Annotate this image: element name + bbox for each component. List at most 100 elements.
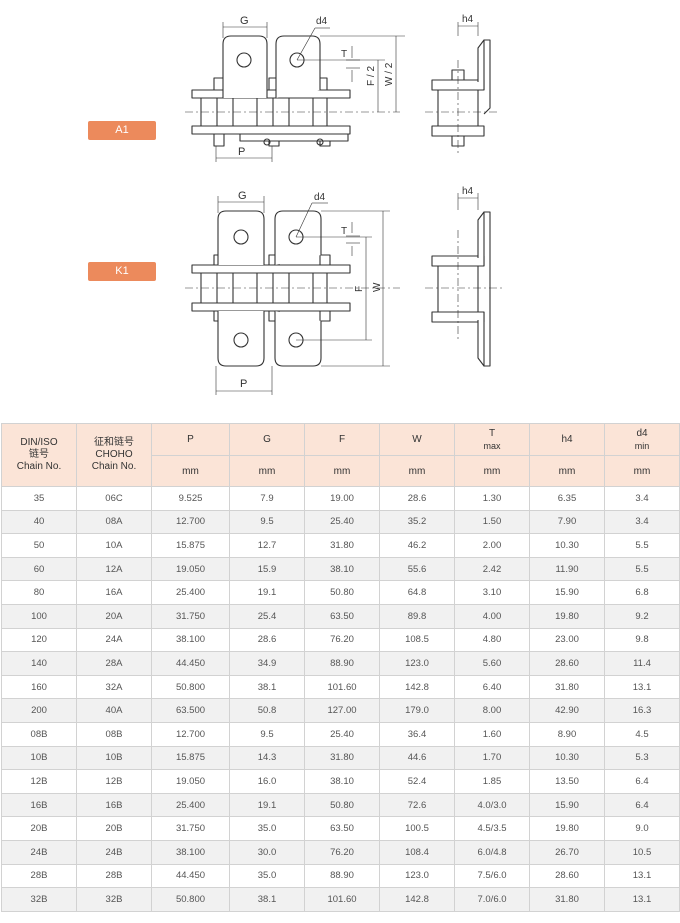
cell-h4: 31.80 — [529, 887, 605, 912]
cell-t: 6.0/4.8 — [454, 839, 530, 865]
cell-choho: 10A — [76, 533, 152, 558]
cell-g: 35.0 — [229, 816, 305, 841]
cell-g: 15.9 — [229, 556, 305, 582]
cell-t: 1.50 — [454, 509, 530, 535]
cell-d4: 16.3 — [604, 698, 680, 723]
header-d4: d4 min — [604, 423, 680, 456]
cell-p: 19.050 — [151, 769, 230, 794]
cell-din: 10B — [1, 745, 77, 771]
cell-d4: 5.5 — [604, 556, 680, 582]
cell-t: 7.5/6.0 — [454, 863, 530, 889]
cell-choho: 12A — [76, 556, 152, 582]
cell-din: 200 — [1, 698, 77, 723]
cell-choho: 20B — [76, 816, 152, 841]
cell-f: 63.50 — [304, 816, 380, 841]
cell-t: 2.42 — [454, 556, 530, 582]
cell-f: 101.60 — [304, 887, 380, 912]
cell-t: 4.80 — [454, 627, 530, 653]
cell-w: 100.5 — [379, 816, 455, 841]
cell-d4: 11.4 — [604, 651, 680, 676]
a1-label-w: W / 2 — [384, 62, 395, 86]
cell-t: 7.0/6.0 — [454, 887, 530, 912]
cell-din: 32B — [1, 887, 77, 912]
header-f: F — [304, 423, 380, 456]
unit-t: mm — [454, 455, 530, 487]
header-choho-chain-no: 征和链号 CHOHO Chain No. — [76, 423, 152, 487]
header-h4: h4 — [529, 423, 605, 456]
k1-label-w: W — [372, 282, 383, 292]
chain-attachment-drawings: G d4 T F / 2 W / 2 P h4 G d4 T F W P h4 — [185, 14, 505, 395]
cell-w: 28.6 — [379, 486, 455, 511]
cell-w: 52.4 — [379, 769, 455, 794]
cell-h4: 6.35 — [529, 486, 605, 511]
cell-w: 44.6 — [379, 745, 455, 771]
cell-choho: 08B — [76, 721, 152, 747]
spec-table-header: DIN/ISO 链号 Chain No. 征和链号 CHOHO Chain No… — [1, 423, 680, 487]
cell-choho: 40A — [76, 698, 152, 723]
cell-d4: 5.3 — [604, 745, 680, 771]
cell-din: 08B — [1, 721, 77, 747]
k1-type-badge: K1 — [88, 262, 156, 281]
cell-din: 60 — [1, 556, 77, 582]
a1-label-h4: h4 — [462, 14, 474, 25]
cell-f: 50.80 — [304, 792, 380, 818]
cell-choho: 06C — [76, 486, 152, 511]
cell-p: 44.450 — [151, 863, 230, 889]
unit-f: mm — [304, 455, 380, 487]
cell-t: 4.0/3.0 — [454, 792, 530, 818]
cell-choho: 32B — [76, 887, 152, 912]
a1-side-view — [431, 39, 491, 147]
unit-w: mm — [379, 455, 455, 487]
drawings-area: G d4 T F / 2 W / 2 P h4 G d4 T F W P h4 … — [0, 0, 680, 412]
cell-h4: 19.80 — [529, 603, 605, 629]
k1-label-f: F — [354, 286, 365, 292]
cell-w: 108.5 — [379, 627, 455, 653]
cell-din: 12B — [1, 769, 77, 794]
header-p: P — [151, 423, 230, 456]
cell-g: 14.3 — [229, 745, 305, 771]
cell-choho: 08A — [76, 509, 152, 535]
cell-choho: 16B — [76, 792, 152, 818]
cell-din: 120 — [1, 627, 77, 653]
cell-f: 38.10 — [304, 556, 380, 582]
cell-g: 34.9 — [229, 651, 305, 676]
cell-din: 80 — [1, 580, 77, 605]
cell-d4: 9.8 — [604, 627, 680, 653]
cell-h4: 15.90 — [529, 792, 605, 818]
cell-w: 142.8 — [379, 674, 455, 700]
cell-d4: 6.4 — [604, 792, 680, 818]
cell-f: 31.80 — [304, 745, 380, 771]
cell-t: 1.85 — [454, 769, 530, 794]
cell-d4: 13.1 — [604, 887, 680, 912]
k1-label-d4: d4 — [314, 192, 326, 203]
a1-label-d4: d4 — [316, 16, 328, 27]
cell-din: 16B — [1, 792, 77, 818]
cell-d4: 13.1 — [604, 863, 680, 889]
cell-p: 19.050 — [151, 556, 230, 582]
cell-h4: 10.30 — [529, 745, 605, 771]
cell-f: 127.00 — [304, 698, 380, 723]
cell-d4: 6.4 — [604, 769, 680, 794]
a1-type-badge: A1 — [88, 121, 156, 140]
a1-front-view — [191, 35, 351, 147]
cell-w: 46.2 — [379, 533, 455, 558]
cell-d4: 10.5 — [604, 839, 680, 865]
k1-label-g: G — [238, 190, 247, 202]
cell-t: 6.40 — [454, 674, 530, 700]
cell-f: 25.40 — [304, 721, 380, 747]
cell-choho: 16A — [76, 580, 152, 605]
cell-p: 38.100 — [151, 627, 230, 653]
cell-g: 25.4 — [229, 603, 305, 629]
cell-p: 44.450 — [151, 651, 230, 676]
cell-f: 63.50 — [304, 603, 380, 629]
